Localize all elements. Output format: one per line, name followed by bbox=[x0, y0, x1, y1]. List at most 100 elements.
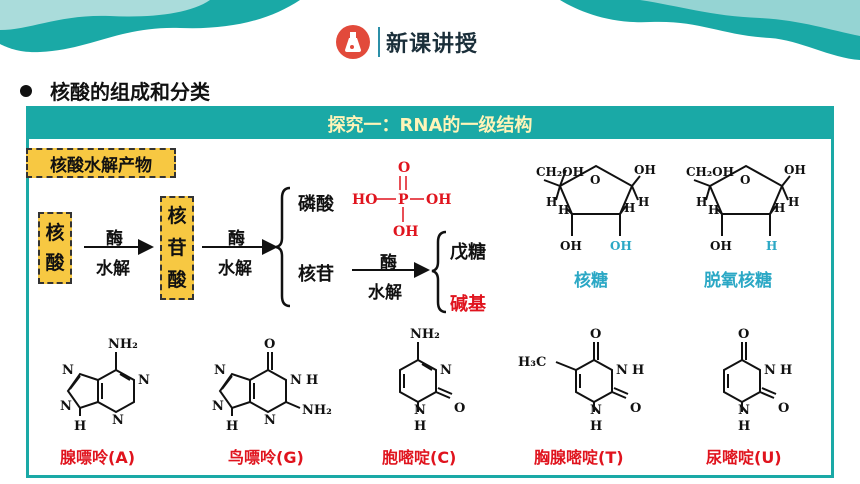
thymine-name: 胸腺嘧啶(T) bbox=[534, 448, 624, 467]
ribose-oh-br: OH bbox=[610, 239, 632, 253]
ribose-h-3: H bbox=[624, 201, 635, 215]
enzyme-label-1: 酶 bbox=[106, 229, 123, 249]
deoxyribose-h-4: H bbox=[788, 195, 799, 209]
pentose-label: 戊糖 bbox=[450, 242, 486, 263]
bond-line bbox=[759, 391, 775, 399]
flask-icon bbox=[336, 25, 370, 59]
guanine-name: 鸟嘌呤(G) bbox=[228, 448, 304, 467]
atom-label: N bbox=[414, 403, 426, 418]
atom-label: H bbox=[632, 363, 644, 378]
content-panel: 探究一：RNA的一级结构 bbox=[26, 106, 834, 478]
atom-label: N bbox=[112, 413, 124, 428]
bond-line bbox=[119, 373, 131, 381]
cytosine-structure bbox=[399, 342, 453, 412]
atom-label: H bbox=[306, 373, 318, 388]
bond-line bbox=[715, 207, 723, 215]
bond-line bbox=[555, 185, 561, 201]
atom-label: N bbox=[138, 373, 150, 388]
bond-line bbox=[723, 358, 761, 404]
phosphate-oh-bottom: OH bbox=[393, 224, 418, 240]
page-title: 新课讲授 bbox=[386, 32, 479, 57]
ribose-h-4: H bbox=[638, 195, 649, 209]
atom-label: N bbox=[290, 373, 302, 388]
adenine-name: 腺嘌呤(A) bbox=[60, 448, 136, 467]
bond-line bbox=[218, 372, 251, 410]
ribose-oh-bl: OH bbox=[560, 239, 582, 253]
nucleotide-char-2: 苷 bbox=[167, 237, 187, 259]
deoxyribose-structure bbox=[693, 164, 791, 236]
bond-line bbox=[421, 363, 433, 371]
atom-label: NH₂ bbox=[410, 327, 440, 342]
bond-line bbox=[345, 38, 361, 52]
uracil-name: 尿嘧啶(U) bbox=[706, 448, 782, 467]
bond-line bbox=[611, 391, 627, 399]
bond-line bbox=[613, 387, 629, 395]
bond-line bbox=[555, 361, 577, 371]
deoxyribose-o-ring: O bbox=[740, 173, 750, 187]
phosphate-p: P bbox=[398, 192, 409, 208]
bond-line bbox=[399, 358, 437, 404]
atom-label: N bbox=[440, 363, 452, 378]
deoxyribose-oh-top: OH bbox=[784, 163, 806, 177]
bond-line bbox=[66, 372, 99, 410]
deoxyribose-h-1: H bbox=[696, 195, 707, 209]
nucleoside-label: 核苷 bbox=[298, 264, 334, 285]
cytosine-name: 胞嘧啶(C) bbox=[382, 448, 457, 467]
adenine-structure bbox=[66, 352, 135, 416]
nucleotide-box: 核 苷 酸 bbox=[160, 196, 194, 300]
header-waves bbox=[0, 0, 860, 60]
atom-label: N bbox=[764, 363, 776, 378]
bond-line bbox=[285, 401, 301, 409]
bond-line bbox=[558, 164, 634, 215]
ribose-oh-top: OH bbox=[634, 163, 656, 177]
phosphate-o-top: O bbox=[398, 160, 410, 176]
bond-line bbox=[0, 0, 210, 30]
atom-label: H bbox=[74, 419, 86, 434]
hydrolysis-label-2: 水解 bbox=[218, 259, 252, 279]
phosphoric-acid-label: 磷酸 bbox=[298, 194, 334, 215]
atom-label: H bbox=[590, 419, 602, 434]
atom-label: N bbox=[60, 399, 72, 414]
atom-label: N bbox=[264, 413, 276, 428]
section-heading-text: 核酸的组成和分类 bbox=[50, 80, 210, 104]
bond-line bbox=[565, 207, 573, 215]
uracil-structure bbox=[723, 342, 777, 412]
thymine-structure bbox=[555, 342, 629, 412]
ribose-h-1: H bbox=[546, 195, 557, 209]
atom-label: H bbox=[414, 419, 426, 434]
atom-label: NH₂ bbox=[108, 337, 138, 352]
header-badge: 新课讲授 bbox=[336, 22, 478, 62]
atom-label: H₃C bbox=[518, 355, 546, 370]
phosphate-oh-right: OH bbox=[426, 192, 451, 208]
bond-line bbox=[221, 375, 233, 390]
bond-line bbox=[249, 368, 287, 414]
bond-line bbox=[640, 0, 860, 36]
atom-label: H bbox=[226, 419, 238, 434]
nucleic-acid-char-2: 酸 bbox=[45, 252, 65, 274]
bond-line bbox=[435, 391, 451, 399]
atom-label: O bbox=[264, 337, 275, 352]
section-heading: 核酸的组成和分类 bbox=[20, 76, 210, 105]
phosphate-ho: HO bbox=[352, 192, 377, 208]
bond-line bbox=[69, 375, 81, 390]
bond-line bbox=[619, 205, 627, 215]
bond-line bbox=[559, 169, 567, 187]
base-label: 碱基 bbox=[450, 294, 486, 315]
bond-line bbox=[781, 185, 789, 201]
hydrolysis-label-1: 水解 bbox=[96, 259, 130, 279]
bracket-1 bbox=[275, 186, 291, 308]
enzyme-label-2: 酶 bbox=[228, 229, 245, 249]
atom-label: N bbox=[590, 403, 602, 418]
atom-label: O bbox=[590, 327, 601, 342]
atom-label: O bbox=[630, 401, 641, 416]
nucleotide-char-1: 核 bbox=[167, 205, 187, 227]
bond-line bbox=[708, 164, 784, 215]
hydrolysis-label: 核酸水解产物 bbox=[26, 148, 176, 178]
panel-title: 探究一：RNA的一级结构 bbox=[29, 109, 831, 139]
deoxyribose-ch2oh: CH₂OH bbox=[686, 165, 734, 179]
bullet-dot bbox=[20, 84, 32, 97]
